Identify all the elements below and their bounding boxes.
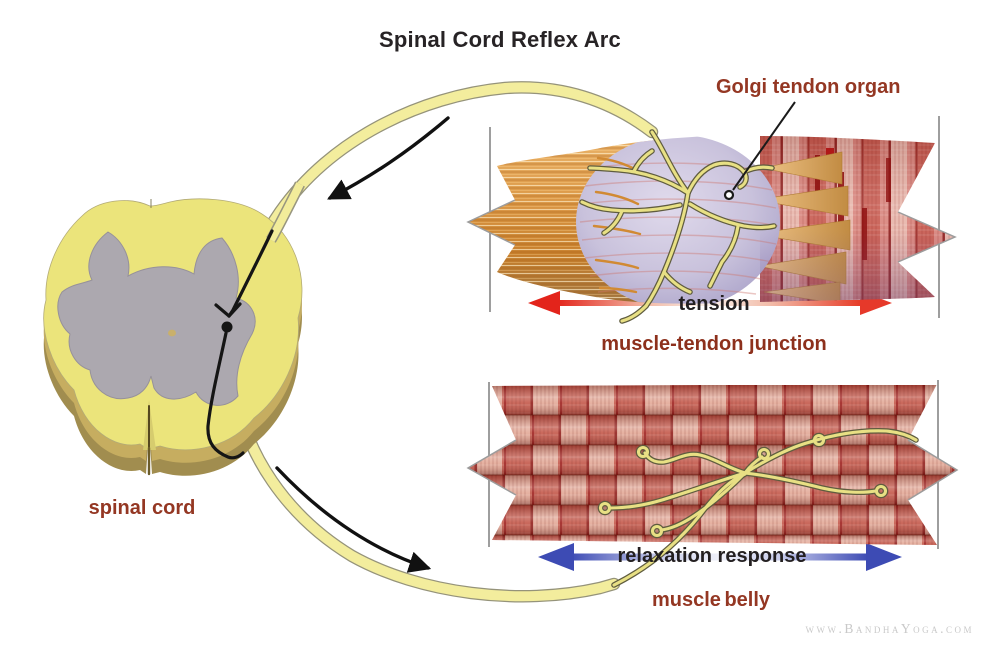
muscle-tendon-junction-label: muscle-tendon junction [601,333,827,355]
relaxation-arrow [538,543,902,571]
signal-direction-arrows [275,116,450,573]
motor-nerve-endings [597,428,919,588]
torn-edge-marks [466,199,957,263]
central-canal [168,329,176,337]
golgi-label-pointer [723,101,796,201]
spinal-cord-label: spinal cord [88,497,196,519]
page-title: Spinal Cord Reflex Arc [379,27,621,52]
interneuron-pathway [206,229,274,460]
torn-edge-marks [466,439,959,501]
relaxation-response-label: relaxation response [617,545,807,567]
tension-label: tension [678,293,750,315]
watermark: www.BandhaYoga.com [805,621,974,636]
afferent-arrow [327,116,450,200]
muscle-belly-label: muscle belly [651,589,771,611]
spinal-cord-illustration [43,181,305,476]
muscle-belly-illustration [466,380,959,549]
golgi-tendon-organ-label: Golgi tendon organ [716,76,901,98]
muscle-fiber-rows [468,385,957,545]
golgi-tendon-organ-nerve [579,129,777,324]
spinal-cord-gray-matter [57,231,256,406]
synapse-dot [221,321,233,333]
efferent-arrow [275,466,432,573]
